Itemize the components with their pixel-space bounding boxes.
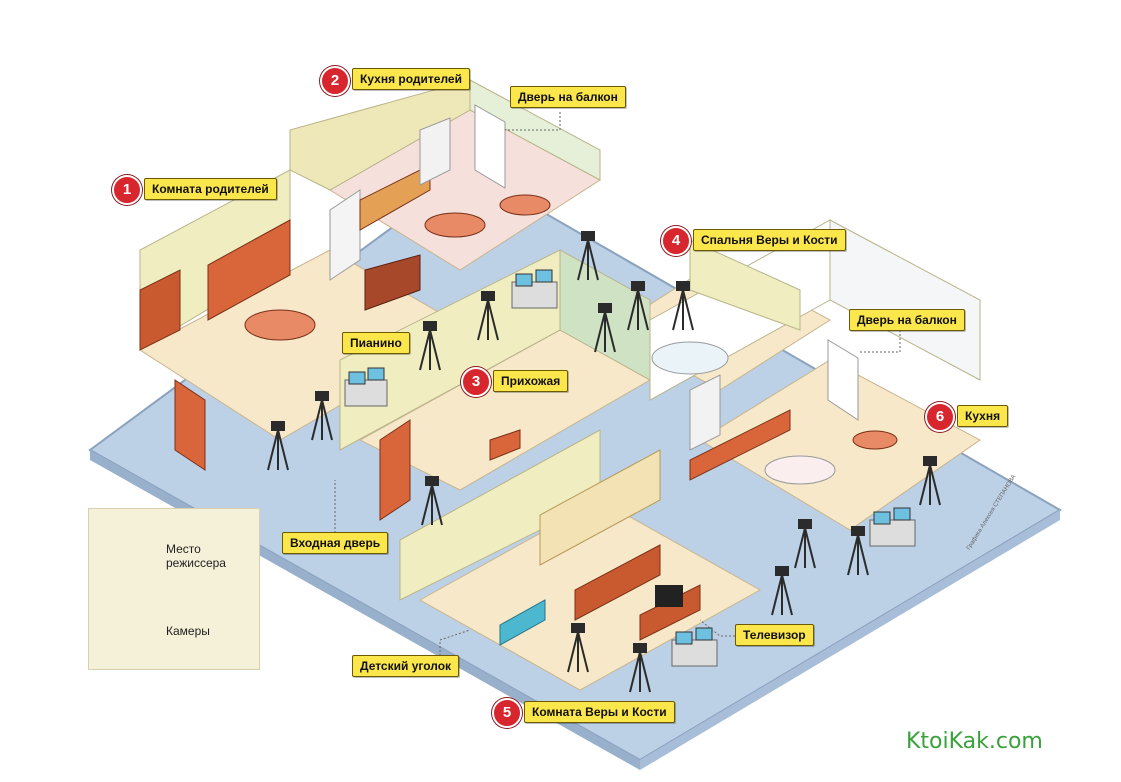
camera-14	[847, 526, 869, 576]
table-kitchen-6	[764, 455, 836, 485]
camera-10	[567, 623, 589, 673]
door-parents	[174, 379, 206, 471]
callout-balcony-door-right: Дверь на балкон	[849, 309, 965, 331]
callout-balcony-door-top: Дверь на балкон	[510, 86, 626, 108]
camera-8	[672, 281, 694, 331]
director-station-4	[671, 627, 718, 667]
callout-piano: Пианино	[342, 332, 410, 354]
room-label-1: Комната родителей	[144, 178, 277, 200]
bath	[651, 341, 729, 375]
cabinet-parents	[139, 269, 181, 351]
camera-2	[311, 391, 333, 441]
shelves	[539, 449, 661, 566]
room-number-1: 1	[112, 175, 142, 205]
table-parents	[244, 309, 316, 341]
floor-kitchen	[699, 359, 981, 531]
director-station-1	[344, 367, 388, 407]
kitchen-counter-parents	[359, 164, 431, 231]
callout-entrance-door: Входная дверь	[282, 532, 389, 554]
kids-desk	[499, 599, 546, 646]
room-number-2: 2	[320, 66, 350, 96]
room-label-5: Комната Веры и Кости	[524, 701, 675, 723]
table-kitchen-6-small	[852, 430, 898, 450]
room-number-5: 5	[492, 698, 522, 728]
camera-11	[629, 643, 651, 693]
room-label-4: Спальня Веры и Кости	[693, 229, 846, 251]
wall-kitchen-right	[469, 79, 601, 181]
room-number-3: 3	[461, 367, 491, 397]
camera-3	[419, 321, 441, 371]
legend-director-label: Место режиссера	[166, 542, 226, 570]
wall-kids	[399, 429, 601, 601]
camera-4	[477, 291, 499, 341]
camera-9	[421, 476, 443, 526]
room-label-3: Прихожая	[493, 370, 569, 392]
fridge-6	[689, 374, 721, 451]
camera-13	[794, 519, 816, 569]
room-label-2: Кухня родителей	[352, 68, 470, 90]
room-label-6: Кухня	[957, 405, 1009, 427]
legend-cameras-label: Камеры	[166, 624, 210, 638]
room-number-4: 4	[661, 226, 691, 256]
base-slab-edge-right	[640, 510, 1060, 770]
wall-kitchen-6-right	[829, 219, 981, 381]
door-balcony-top	[474, 104, 506, 189]
watermark: KtoiKak.com	[906, 729, 1043, 754]
camera-12	[771, 566, 793, 616]
camera-15	[919, 456, 941, 506]
tv-screen	[655, 585, 683, 607]
director-station-2	[511, 269, 558, 309]
sofa	[574, 544, 661, 621]
door-kitchen-parents	[329, 189, 361, 281]
camera-5	[577, 231, 599, 281]
wardrobe-parents	[207, 219, 291, 321]
callout-tv: Телевизор	[735, 624, 814, 646]
wall-bedroom	[689, 239, 801, 331]
door-balcony-right	[827, 339, 859, 421]
table-kitchen-parents	[424, 212, 486, 238]
piano	[364, 254, 421, 311]
table-balcony	[499, 194, 551, 216]
camera-tripods	[267, 231, 941, 693]
room-number-6: 6	[925, 402, 955, 432]
callout-kids-corner: Детский уголок	[352, 655, 460, 677]
legend-box	[88, 508, 260, 670]
kitchen-counter-6	[689, 409, 791, 481]
dresser-hall	[489, 429, 521, 461]
camera-1	[267, 421, 289, 471]
director-station-3	[869, 507, 916, 547]
door-entrance	[379, 419, 411, 521]
camera-7	[627, 281, 649, 331]
camera-6	[594, 303, 616, 353]
fridge-parents	[419, 117, 451, 186]
